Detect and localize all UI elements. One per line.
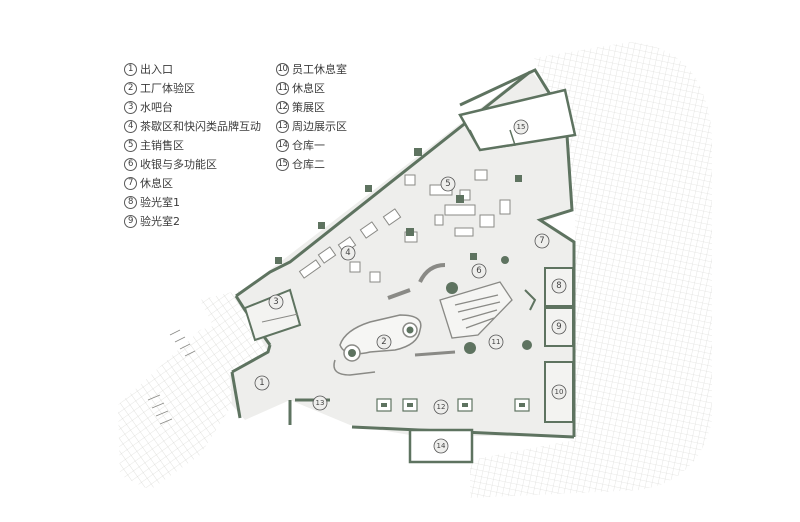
marker-11	[488, 334, 504, 350]
legend-number: 9	[124, 215, 137, 228]
marker-13	[312, 395, 328, 411]
legend-text: 仓库一	[292, 139, 325, 152]
legend-number: 14	[276, 139, 289, 152]
marker-label: 8	[556, 281, 561, 291]
marker-2	[376, 334, 392, 350]
marker-9	[551, 319, 567, 335]
interior-floor	[230, 70, 574, 437]
columns	[275, 148, 522, 264]
marker-label: 9	[556, 322, 561, 332]
legend-text: 出入口	[140, 63, 173, 76]
legend-number: 7	[124, 177, 137, 190]
marker-3	[268, 294, 284, 310]
legend-number: 4	[124, 120, 137, 133]
legend-text: 水吧台	[140, 101, 173, 114]
shop-furniture	[298, 169, 511, 283]
marker-10	[551, 384, 567, 400]
legend-number: 3	[124, 101, 137, 114]
curved-counter	[418, 263, 446, 283]
legend-number: 13	[276, 120, 289, 133]
legend-text: 休息区	[140, 177, 173, 190]
marker-5	[440, 176, 456, 192]
legend-number: 1	[124, 63, 137, 76]
legend-text: 员工休息室	[292, 63, 347, 76]
legend-text: 茶歇区和快闪类品牌互动	[140, 120, 261, 133]
legend-number: 8	[124, 196, 137, 209]
marker-label: 7	[539, 236, 544, 246]
legend-number: 6	[124, 158, 137, 171]
legend-number: 15	[276, 158, 289, 171]
marker-label: 1	[259, 378, 264, 388]
legend-text: 周边展示区	[292, 120, 347, 133]
legend-text: 休息区	[292, 82, 325, 95]
marker-label: 15	[517, 123, 526, 131]
legend-text: 仓库二	[292, 158, 325, 171]
legend-number: 2	[124, 82, 137, 95]
marker-12	[433, 399, 449, 415]
marker-6	[471, 263, 487, 279]
marker-label: 10	[555, 388, 564, 396]
marker-14	[433, 438, 449, 454]
marker-label: 2	[381, 337, 386, 347]
legend-text: 收银与多功能区	[140, 158, 217, 171]
legend-number: 12	[276, 101, 289, 114]
marker-label: 12	[437, 403, 446, 411]
marker-label: 3	[273, 297, 278, 307]
marker-4	[340, 245, 356, 261]
legend-text: 工厂体验区	[140, 82, 195, 95]
marker-label: 11	[492, 338, 501, 346]
marker-label: 5	[445, 179, 450, 189]
marker-1	[254, 375, 270, 391]
marker-label: 14	[437, 442, 446, 450]
marker-label: 6	[476, 266, 481, 276]
marker-label: 4	[345, 248, 350, 258]
legend-number: 5	[124, 139, 137, 152]
legend-text: 主销售区	[140, 139, 184, 152]
legend-number: 11	[276, 82, 289, 95]
legend-text: 验光室2	[140, 215, 180, 228]
factory-experience	[333, 288, 456, 376]
legend-number: 10	[276, 63, 289, 76]
rooms-right	[544, 267, 574, 423]
entrance-steps	[147, 329, 196, 425]
legend-text: 验光室1	[140, 196, 180, 209]
room-15	[458, 88, 577, 152]
marker-7	[534, 233, 550, 249]
marker-label: 13	[316, 399, 325, 407]
legend-text: 策展区	[292, 101, 325, 114]
exterior-paving	[118, 42, 712, 498]
cashier-area	[439, 256, 537, 354]
marker-labels: 1 2 3 4 5 6 7 8 9 10 11 12 13 14 15	[259, 123, 563, 450]
marker-15	[513, 119, 529, 135]
area-markers	[254, 119, 567, 454]
marker-8	[551, 278, 567, 294]
